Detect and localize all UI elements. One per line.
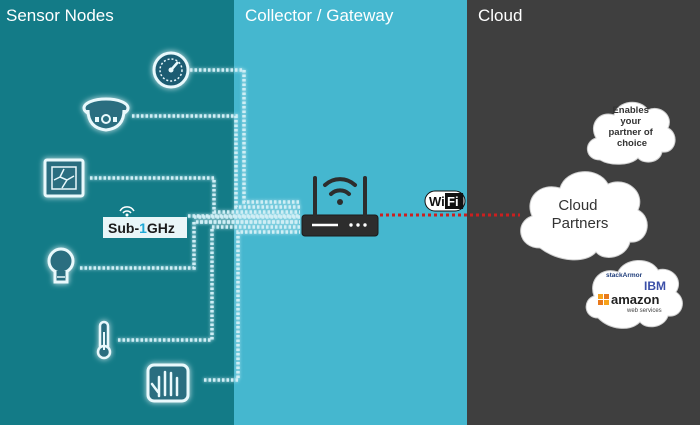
- partner-choice-line2: your: [620, 116, 641, 127]
- partner-choice-line4: choice: [617, 138, 647, 149]
- link-smoke-detector: [132, 114, 300, 209]
- smoke-detector-icon: [82, 97, 130, 132]
- thermometer-icon: [96, 320, 112, 360]
- sensor-links: [80, 68, 300, 382]
- collector-gateway-title: Collector / Gateway: [245, 6, 394, 25]
- link-gauge: [190, 68, 300, 204]
- link-hand-sensor: [204, 230, 300, 382]
- cloud-partners-line1: Cloud: [558, 197, 597, 214]
- vendor-cloud: stackArmor IBM amazon web services: [585, 260, 683, 329]
- wifi-logo-part1: Wi: [429, 194, 445, 209]
- cloud-partners-cloud: Cloud Partners: [520, 171, 648, 261]
- hand-sensor-icon: [146, 363, 190, 403]
- cloud-title: Cloud: [478, 6, 523, 25]
- partner-choice-line1: Enables: [612, 105, 648, 116]
- wifi-logo-part2: Fi: [447, 194, 459, 209]
- sensor-nodes-title: Sensor Nodes: [6, 6, 114, 25]
- link-thermometer: [118, 225, 300, 342]
- radio-icon: Sub-1GHz: [103, 206, 187, 238]
- ibm-logo: IBM: [644, 279, 666, 293]
- cloud-partners-line2: Partners: [552, 215, 609, 232]
- partner-choice-cloud: Enables your partner of choice: [587, 101, 676, 165]
- svg-text:Sub-1GHz: Sub-1GHz: [108, 220, 175, 236]
- svg-text:Enables your p: Enables your partner of choice: [609, 105, 656, 149]
- radio-label-prefix: Sub-: [108, 220, 139, 236]
- svg-text:Cloud Partners: Cloud Partners: [552, 197, 609, 232]
- router-icon: [301, 176, 379, 237]
- gauge-icon: [152, 51, 190, 89]
- lightbulb-icon: [47, 247, 75, 284]
- aws-cubes-icon: [598, 294, 609, 305]
- radio-label-suffix: GHz: [147, 220, 175, 236]
- amazon-logo: amazon: [611, 292, 659, 307]
- partner-choice-line3: partner of: [609, 127, 654, 138]
- radio-label-digit: 1: [139, 220, 147, 236]
- stackarmor-logo: stackArmor: [606, 272, 643, 279]
- aws-subtitle: web services: [626, 308, 662, 314]
- window-break-sensor-icon: [43, 158, 85, 198]
- wifi-logo-icon: Wi Fi: [424, 190, 466, 212]
- link-window-sensor: [90, 176, 300, 214]
